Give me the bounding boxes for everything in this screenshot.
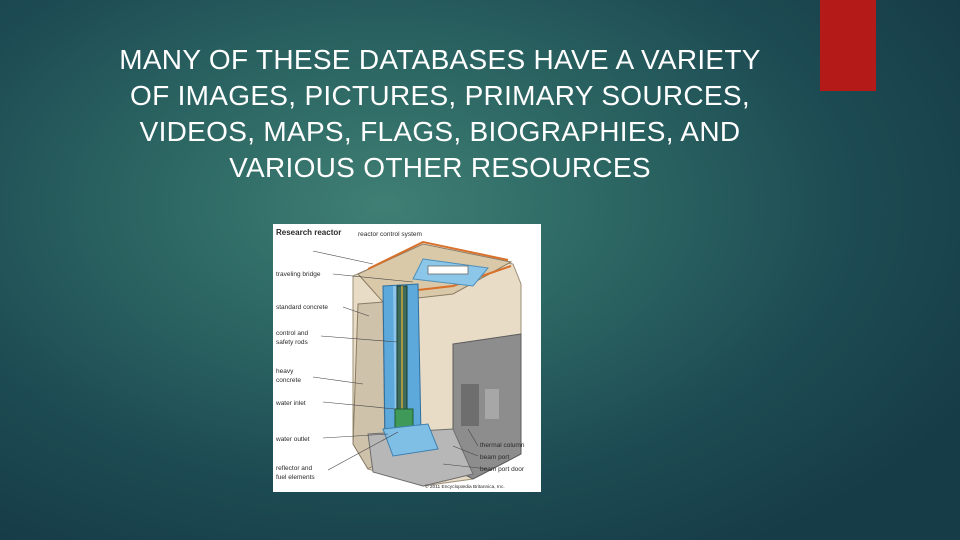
- red-accent-bar: [820, 0, 876, 91]
- label-water-outlet: water outlet: [275, 436, 310, 443]
- title-line-1: MANY OF THESE DATABASES HAVE A VARIETY: [119, 44, 761, 75]
- label-reactor-control-system: reactor control system: [358, 231, 422, 238]
- label-thermal-column: thermal column: [480, 442, 525, 449]
- slide-title: MANY OF THESE DATABASES HAVE A VARIETY O…: [40, 42, 840, 186]
- label-water-inlet: water inlet: [275, 400, 306, 407]
- label-beam-port-door: beam port door: [480, 466, 525, 473]
- label-reflector-1: reflector and: [276, 465, 313, 472]
- bottom-water: [382, 423, 439, 457]
- label-heavy-concrete-2: concrete: [276, 377, 301, 384]
- label-control-rods-2: safety rods: [276, 339, 309, 346]
- title-line-3: VIDEOS, MAPS, FLAGS, BIOGRAPHIES, AND: [139, 116, 741, 147]
- research-reactor-figure: Research reactor reactor control system …: [273, 224, 541, 492]
- reactor-diagram: Research reactor reactor control system …: [275, 228, 525, 490]
- title-line-2: OF IMAGES, PICTURES, PRIMARY SOURCES,: [130, 80, 750, 111]
- beam-port-panel: [485, 389, 499, 419]
- label-traveling-bridge: traveling bridge: [276, 271, 321, 278]
- label-copyright: © 2011 Encyclopædia Britannica, Inc.: [425, 483, 505, 490]
- railing: [367, 240, 509, 270]
- figure-title: Research reactor: [276, 228, 341, 237]
- label-control-rods-1: control and: [276, 330, 309, 337]
- title-line-4: VARIOUS OTHER RESOURCES: [229, 152, 651, 183]
- label-beam-port: beam port: [480, 454, 509, 461]
- leader-lines: [312, 250, 489, 471]
- label-standard-concrete: standard concrete: [276, 304, 328, 311]
- traveling-bridge: [427, 265, 469, 275]
- label-heavy-concrete-1: heavy: [276, 368, 294, 375]
- thermal-column: [461, 384, 479, 426]
- label-reflector-2: fuel elements: [276, 474, 315, 481]
